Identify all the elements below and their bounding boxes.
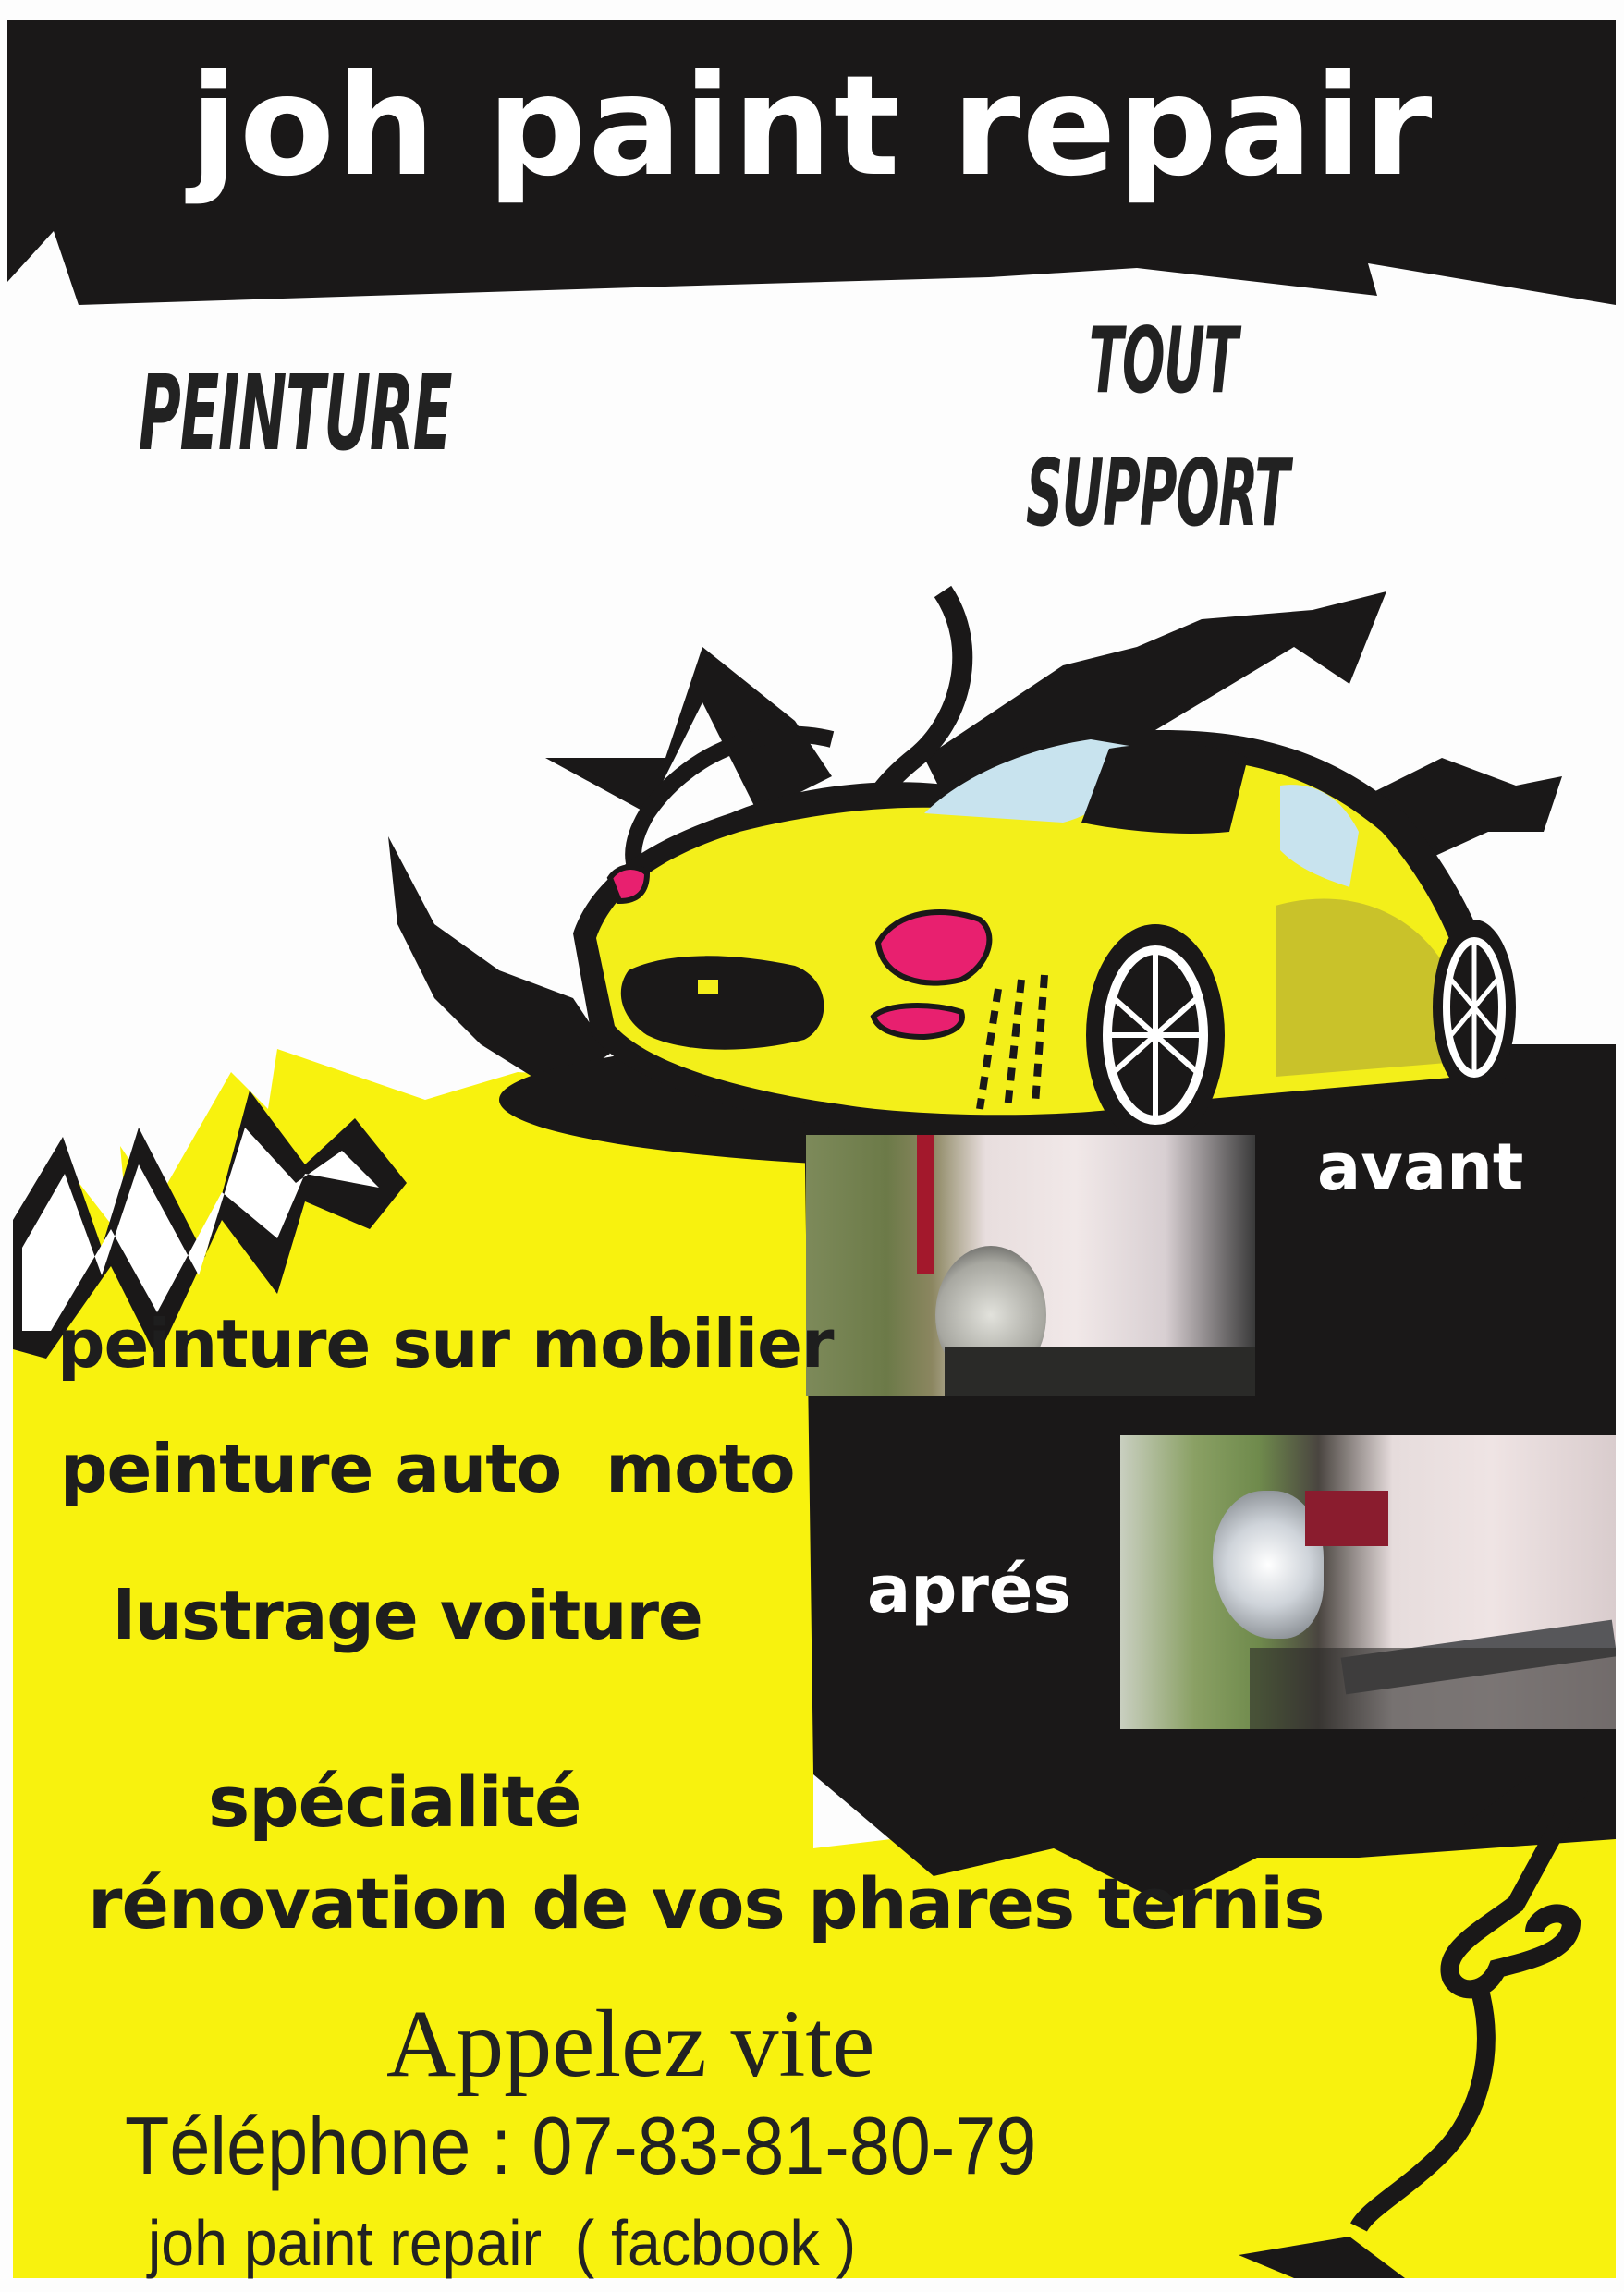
car-headlight-right xyxy=(874,909,993,986)
headline-tout: TOUT xyxy=(1089,309,1239,414)
car-foglight xyxy=(870,1003,965,1041)
yellow-burst-background xyxy=(13,1049,1616,2278)
car-side-window xyxy=(1280,785,1359,887)
before-bumper xyxy=(945,1347,1255,1396)
after-shadow xyxy=(1250,1648,1616,1729)
car-grille xyxy=(620,956,824,1050)
lightning-arm-upper xyxy=(545,647,832,813)
car-headlight-left xyxy=(606,864,651,905)
swirl-bottom-tail xyxy=(1239,2237,1405,2278)
lightning-arm-left xyxy=(388,836,610,1091)
headline-support: SUPPORT xyxy=(1026,439,1289,547)
phone-number[interactable]: Téléphone : 07-83-81-80-79 xyxy=(125,2100,1037,2191)
before-label: avant xyxy=(1317,1129,1524,1205)
car-front-rim xyxy=(1103,945,1208,1125)
service-auto-moto-painting: peinture auto moto xyxy=(60,1430,796,1507)
call-to-action: Appelez vite xyxy=(386,1991,875,2097)
headline-peinture: PEINTURE xyxy=(139,354,452,474)
car-rear-spokes xyxy=(1449,943,1499,1072)
car-rear-rim xyxy=(1443,937,1506,1078)
lightning-stripe-inner xyxy=(22,1128,379,1331)
car-windshield-dark xyxy=(1081,743,1248,834)
lightning-stripe-outer xyxy=(13,1091,407,1359)
car-side-shade xyxy=(1276,898,1457,1077)
swirl-bottom-right xyxy=(1350,1776,1589,2233)
title-banner-background xyxy=(7,20,1616,305)
brand-title: joh paint repair xyxy=(189,46,1435,207)
before-photo xyxy=(806,1135,1255,1396)
facebook-page[interactable]: joh paint repair ( facbook ) xyxy=(148,2207,857,2279)
tread-stripe xyxy=(976,974,1048,1110)
car-front-spokes xyxy=(1109,952,1202,1118)
service-furniture-painting: peinture sur mobilier xyxy=(57,1305,834,1383)
after-photo xyxy=(1120,1435,1616,1729)
service-car-polishing: lustrage voiture xyxy=(113,1577,703,1654)
before-red-edge xyxy=(917,1135,934,1274)
after-label: aprés xyxy=(867,1552,1072,1628)
after-red-trim xyxy=(1305,1491,1388,1546)
specialty-text: rénovation de vos phares ternis xyxy=(88,1862,1325,1945)
car-grille-badge xyxy=(698,980,718,994)
specialty-title: spécialité xyxy=(208,1761,582,1843)
